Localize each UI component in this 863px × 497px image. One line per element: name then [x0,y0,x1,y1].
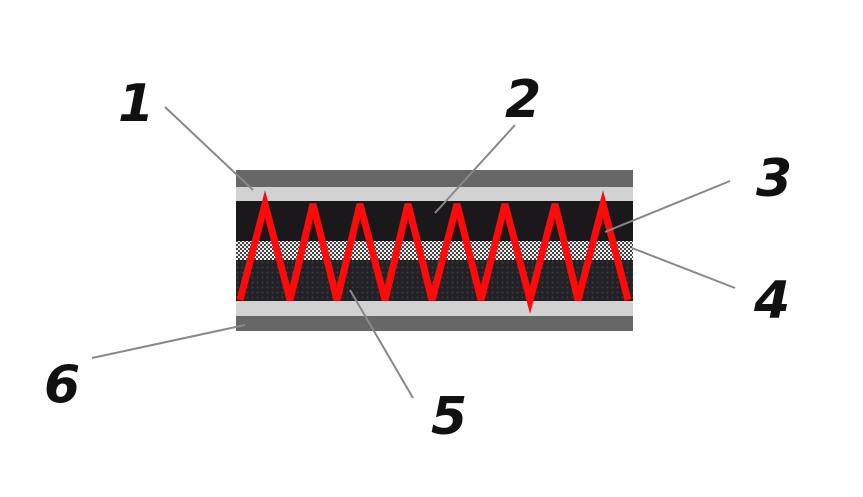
leader-line-1 [164,106,254,191]
mesh-layer [236,241,633,260]
light-layer-bottom [236,301,633,316]
label-2: 2 [505,70,541,130]
label-6: 6 [44,355,80,415]
black-layer [236,201,633,241]
leader-line-6 [91,324,246,359]
label-5: 5 [431,387,467,447]
leader-line-3 [604,180,731,233]
label-4: 4 [753,271,790,331]
leader-line-4 [631,247,736,289]
outer-layer-bottom [236,316,633,331]
leader-line-5 [349,289,414,399]
outer-layer-top [236,170,633,187]
label-1: 1 [118,74,154,134]
light-layer-top [236,187,633,201]
label-3: 3 [756,149,792,209]
leader-line-2 [434,124,516,214]
heating-wire-zigzag [236,190,632,314]
